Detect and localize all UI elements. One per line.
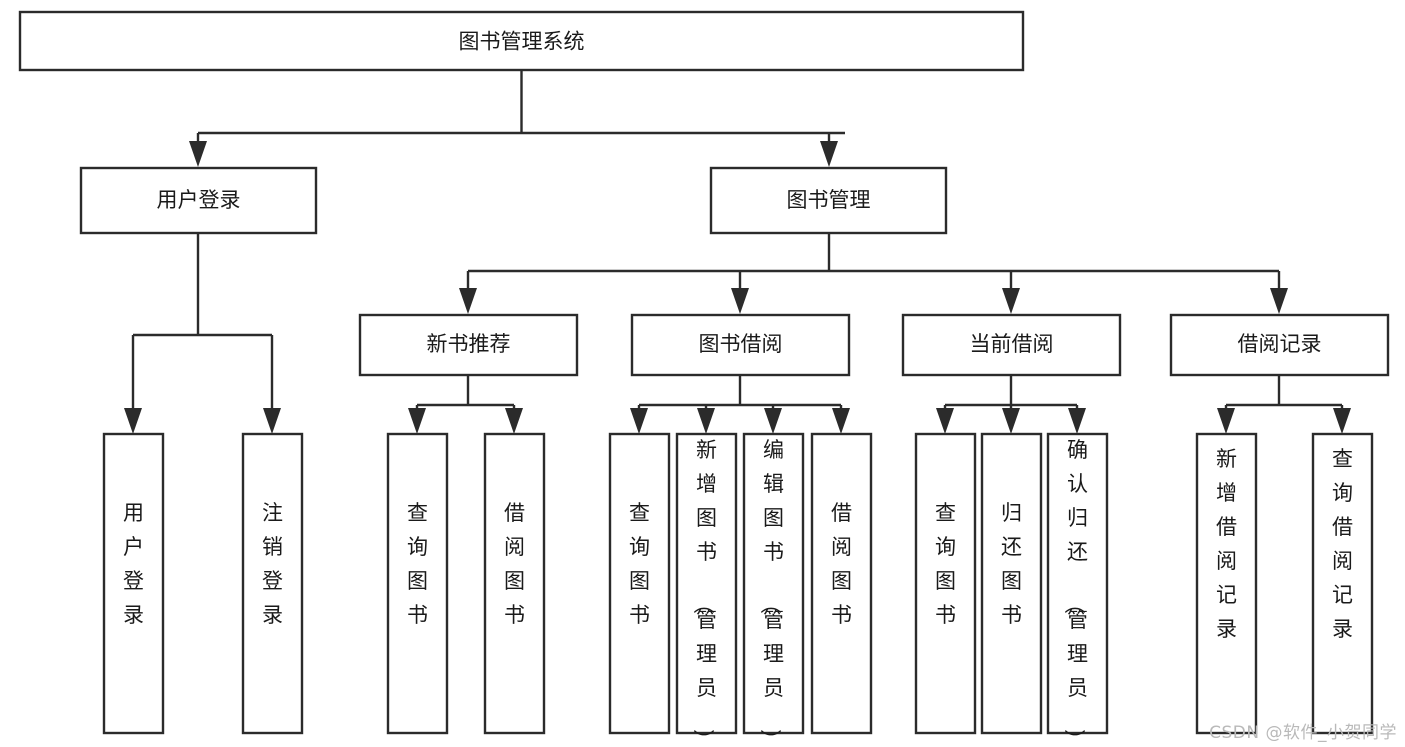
node-root-system[interactable]: 图书管理系统 xyxy=(18,10,1025,72)
arrowhead-bookmgmt-child-0 xyxy=(459,288,477,314)
leaf-new-book-1-box[interactable] xyxy=(483,432,546,735)
node-book-management-box[interactable] xyxy=(709,166,948,235)
node-borrow-record-box[interactable] xyxy=(1169,313,1390,377)
leaf-book-borrow-2-box[interactable] xyxy=(742,432,805,735)
arrowhead-userlogin-child-1 xyxy=(263,408,281,434)
leaf-new-book-1[interactable]: 借阅图书 xyxy=(483,432,546,735)
leaf-book-borrow-1-box[interactable] xyxy=(675,432,738,735)
node-borrow-record[interactable]: 借阅记录 xyxy=(1169,313,1390,377)
leaf-book-borrow-0-box[interactable] xyxy=(608,432,671,735)
arrowhead-bookborrow-child-3 xyxy=(832,408,850,434)
leaf-borrow-record-1-box[interactable] xyxy=(1311,432,1374,735)
leaf-user-login-0-label: 用户登录 xyxy=(123,501,144,627)
leaf-current-borrow-1-box[interactable] xyxy=(980,432,1043,735)
leaf-current-borrow-0[interactable]: 查询图书 xyxy=(914,432,977,735)
connector-group-newbook xyxy=(408,375,523,434)
node-book-borrow-label: 图书借阅 xyxy=(699,332,783,356)
leaf-book-borrow-0[interactable]: 查询图书 xyxy=(608,432,671,735)
leaf-new-book-0[interactable]: 查询图书 xyxy=(386,432,449,735)
leaf-user-login-1[interactable]: 注销登录 xyxy=(241,432,304,735)
leaf-book-borrow-3-box[interactable] xyxy=(810,432,873,735)
connector-group-userlogin xyxy=(124,233,281,434)
leaf-current-borrow-1-label: 归还图书 xyxy=(1001,501,1022,627)
leaf-book-borrow-3[interactable]: 借阅图书 xyxy=(810,432,873,735)
leaf-new-book-0-box[interactable] xyxy=(386,432,449,735)
leaf-book-borrow-1[interactable]: 新增图书（管理员） xyxy=(675,432,738,747)
arrowhead-root-to-userlogin xyxy=(189,141,207,167)
arrowhead-root-to-bookmgmt xyxy=(820,141,838,167)
node-current-borrow[interactable]: 当前借阅 xyxy=(901,313,1122,377)
leaf-borrow-record-1-label: 查询借阅记录 xyxy=(1332,447,1353,641)
arrowhead-borrowrecord-child-0 xyxy=(1217,408,1235,434)
leaf-book-borrow-0-label: 查询图书 xyxy=(629,501,650,627)
node-user-login-box[interactable] xyxy=(79,166,318,235)
arrowhead-currentborrow-child-0 xyxy=(936,408,954,434)
leaf-new-book-1-label: 借阅图书 xyxy=(504,501,525,627)
node-root-label: 图书管理系统 xyxy=(459,30,585,54)
node-new-book-recommend-box[interactable] xyxy=(358,313,579,377)
leaf-user-login-1-label: 注销登录 xyxy=(262,501,283,627)
leaf-borrow-record-0[interactable]: 新增借阅记录 xyxy=(1195,432,1258,735)
leaf-user-login-0[interactable]: 用户登录 xyxy=(102,432,165,735)
arrowhead-borrowrecord-child-1 xyxy=(1333,408,1351,434)
leaf-current-borrow-0-label: 查询图书 xyxy=(935,501,956,627)
arrowhead-bookborrow-child-2 xyxy=(764,408,782,434)
arrowhead-userlogin-child-0 xyxy=(124,408,142,434)
leaf-book-borrow-3-label: 借阅图书 xyxy=(831,501,852,627)
node-root-box[interactable] xyxy=(18,10,1025,72)
arrowhead-newbook-child-1 xyxy=(505,408,523,434)
leaf-borrow-record-0-label: 新增借阅记录 xyxy=(1216,447,1237,641)
node-new-book-recommend-label: 新书推荐 xyxy=(427,332,511,356)
node-book-management[interactable]: 图书管理 xyxy=(709,166,948,235)
connector-group-currentborrow xyxy=(936,375,1086,434)
leaf-borrow-record-0-box[interactable] xyxy=(1195,432,1258,735)
node-book-management-label: 图书管理 xyxy=(787,188,871,212)
leaf-current-borrow-2[interactable]: 确认归还（管理员） xyxy=(1046,432,1109,747)
leaf-book-borrow-1-label: 新增图书（管理员） xyxy=(691,438,717,747)
node-new-book-recommend[interactable]: 新书推荐 xyxy=(358,313,579,377)
node-user-login-label: 用户登录 xyxy=(157,188,241,212)
connector-group-borrowrecord xyxy=(1217,375,1351,434)
node-borrow-record-label: 借阅记录 xyxy=(1238,332,1322,356)
node-user-login[interactable]: 用户登录 xyxy=(79,166,318,235)
node-current-borrow-label: 当前借阅 xyxy=(970,332,1054,356)
leaf-current-borrow-2-label: 确认归还（管理员） xyxy=(1062,438,1088,747)
connector-group-bookmgmt xyxy=(459,233,1288,314)
arrowhead-bookborrow-child-1 xyxy=(697,408,715,434)
arrowhead-currentborrow-child-2 xyxy=(1068,408,1086,434)
leaf-user-login-1-box[interactable] xyxy=(241,432,304,735)
node-book-borrow[interactable]: 图书借阅 xyxy=(630,313,851,377)
arrowhead-bookmgmt-child-1 xyxy=(731,288,749,314)
leaf-book-borrow-2-label: 编辑图书（管理员） xyxy=(758,438,784,747)
connector-group-bookborrow xyxy=(630,375,850,434)
leaf-current-borrow-0-box[interactable] xyxy=(914,432,977,735)
leaf-new-book-0-label: 查询图书 xyxy=(407,501,428,627)
arrowhead-bookborrow-child-0 xyxy=(630,408,648,434)
csdn-watermark: CSDN @软件_小贺同学 xyxy=(1209,723,1397,743)
connector-group-root xyxy=(189,70,845,167)
arrowhead-bookmgmt-child-2 xyxy=(1002,288,1020,314)
arrowhead-currentborrow-child-1 xyxy=(1002,408,1020,434)
leaf-book-borrow-2[interactable]: 编辑图书（管理员） xyxy=(742,432,805,747)
leaf-user-login-0-box[interactable] xyxy=(102,432,165,735)
arrowhead-newbook-child-0 xyxy=(408,408,426,434)
leaf-current-borrow-2-box[interactable] xyxy=(1046,432,1109,735)
leaf-borrow-record-1[interactable]: 查询借阅记录 xyxy=(1311,432,1374,735)
node-current-borrow-box[interactable] xyxy=(901,313,1122,377)
leaf-current-borrow-1[interactable]: 归还图书 xyxy=(980,432,1043,735)
node-book-borrow-box[interactable] xyxy=(630,313,851,377)
arrowhead-bookmgmt-child-3 xyxy=(1270,288,1288,314)
